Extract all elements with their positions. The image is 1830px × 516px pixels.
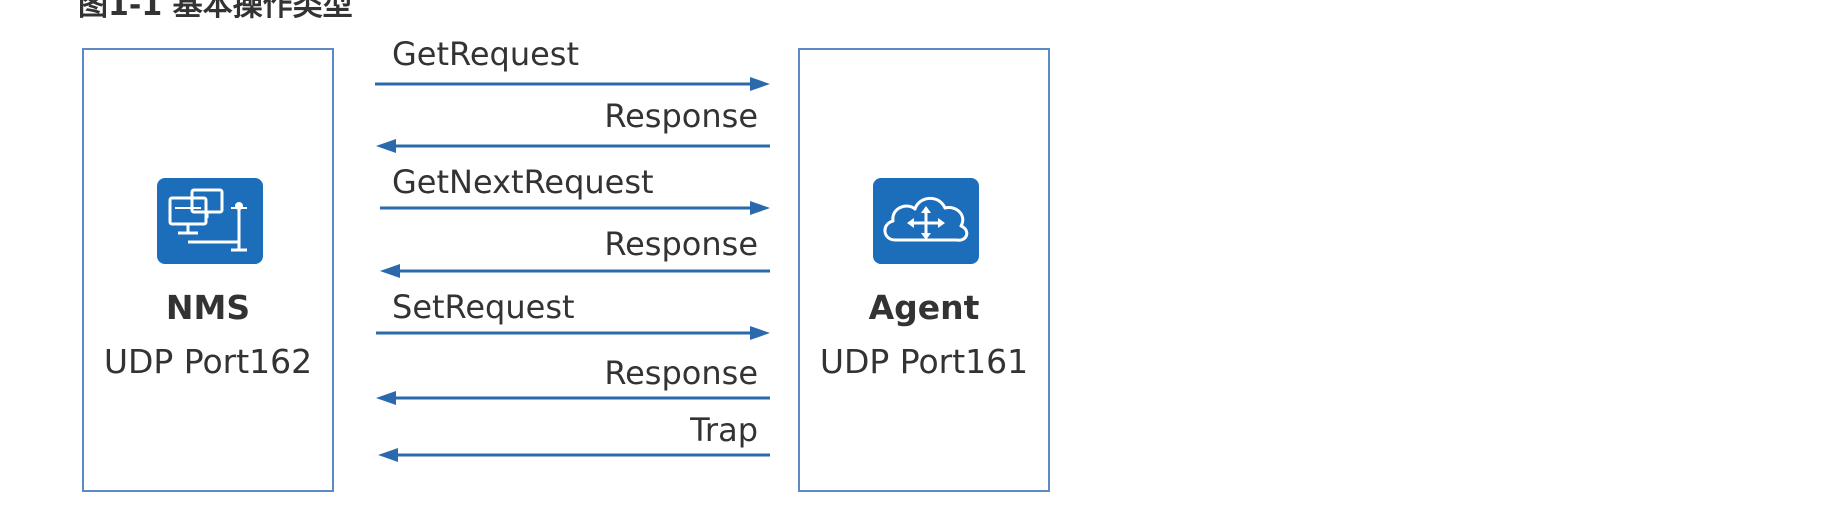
message-label-getnextrequest: GetNextRequest: [392, 163, 654, 201]
message-label-trap: Trap: [690, 411, 758, 449]
arrow-trap: [378, 448, 770, 462]
nms-name: NMS: [165, 288, 251, 327]
agent-name: Agent: [868, 288, 980, 327]
message-label-response-2: Response: [604, 225, 758, 263]
figure-caption: 图1-1 基本操作类型: [78, 0, 353, 23]
arrow-setrequest: [376, 326, 770, 340]
arrow-getrequest: [375, 77, 770, 91]
message-label-getrequest: GetRequest: [392, 35, 580, 73]
nms-box: NMS UDP Port162: [82, 48, 334, 492]
message-label-response-3: Response: [604, 354, 758, 392]
arrow-response-3: [376, 391, 770, 405]
arrow-getnextrequest: [380, 201, 770, 215]
message-label-response-1: Response: [604, 97, 758, 135]
arrow-response-2: [380, 264, 770, 278]
nms-port: UDP Port162: [103, 342, 313, 381]
network-management-station-icon: [157, 178, 263, 264]
agent-port: UDP Port161: [819, 342, 1029, 381]
message-label-setrequest: SetRequest: [392, 288, 575, 326]
arrow-response-1: [376, 139, 770, 153]
agent-box: Agent UDP Port161: [798, 48, 1050, 492]
cloud-router-icon: [873, 178, 979, 264]
